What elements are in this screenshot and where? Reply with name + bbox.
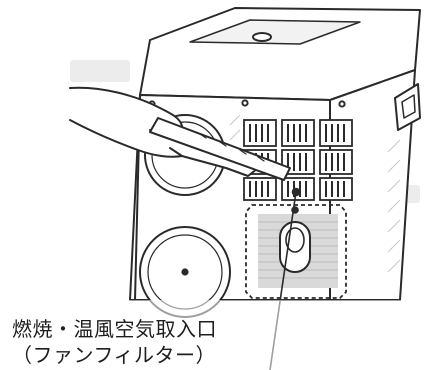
side-panel-shading	[229, 114, 401, 273]
heater-top	[139, 7, 421, 101]
caption-subtitle: （ファンフィルター）	[12, 343, 216, 367]
caption-title: 燃焼・温風空気取入口	[12, 317, 217, 341]
fan-filter	[245, 204, 347, 299]
pointing-hand-icon	[69, 86, 291, 181]
caption-backdrop	[0, 300, 433, 370]
leader-line	[269, 187, 301, 370]
